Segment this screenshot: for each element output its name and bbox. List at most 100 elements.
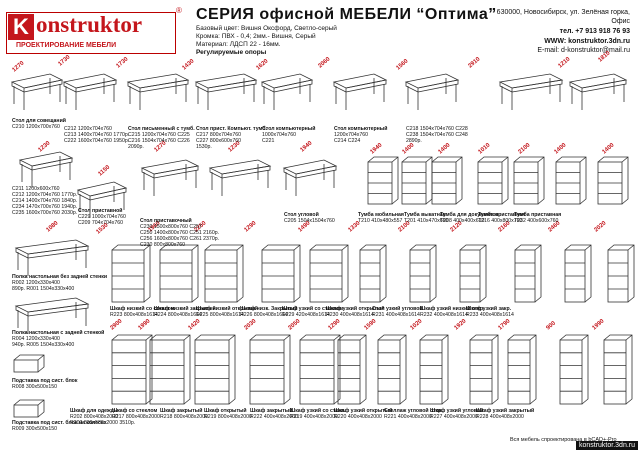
dimension-label: 1400 — [601, 142, 616, 156]
cabinet-drawing — [299, 334, 341, 405]
product-code: R218 800х408х2000 — [160, 414, 208, 420]
product-title: Подставка под сист. блок на колесах — [12, 420, 107, 426]
product-code: T210 410х480х557 — [358, 218, 403, 224]
product-code: C211 1200х600х760 — [12, 186, 60, 192]
product-code: R009 300х500х150 — [12, 426, 57, 432]
table-drawing — [282, 159, 338, 196]
product-title: Стол компьютерный — [334, 126, 388, 132]
product-code: C227 800х600х760 — [196, 138, 241, 144]
product-title: Шкаф низк. Закрытый — [240, 306, 298, 312]
product-title: Шкаф узкий открытый — [334, 408, 393, 414]
email: E-mail: d-konstruktor@mail.ru — [537, 47, 630, 54]
dimension-label: 1990 — [137, 318, 152, 332]
stand-drawing — [13, 399, 45, 418]
phone: тел. +7 913 918 76 93 — [559, 28, 630, 35]
product-code: R008 300х500х150 — [12, 384, 57, 390]
product-code: R226 800х408х1614 — [240, 312, 288, 318]
product-code: 2890р. — [406, 138, 422, 144]
cabinet-drawing — [159, 244, 199, 303]
product-code: R219 800х408х2000 — [204, 414, 252, 420]
cabinet-drawing — [261, 244, 301, 303]
product-code: 2090р. — [128, 144, 144, 150]
dimension-label: 2910 — [467, 56, 482, 70]
product-code: C238 1504х704х760 C248 — [406, 132, 468, 138]
cabinet-drawing — [469, 334, 499, 405]
desk-drawing — [260, 73, 314, 110]
pedestal-drawing — [597, 156, 629, 205]
product-code: C212 1200х704х760 1770р. — [12, 192, 78, 198]
product-title: Стол узкий угловой — [372, 306, 423, 312]
dimension-label: 1790 — [497, 318, 512, 332]
desk-drawing — [568, 73, 628, 110]
product-code: T216 400х800х760 — [478, 218, 523, 224]
product-code: 1000х704х760 — [262, 132, 297, 138]
stand-drawing — [13, 354, 45, 373]
product-code: R202 800х408х2000 — [70, 414, 118, 420]
dimension-label: 2050 — [287, 318, 302, 332]
product-code: C256 1600х800х760 C261 2370р. — [140, 236, 220, 242]
product-title: Подставка под сист. блок — [12, 378, 78, 384]
product-code: C235 1600х700х760 2030р. — [12, 210, 78, 216]
pedestal-drawing — [367, 156, 399, 205]
dimension-label: 1400 — [553, 142, 568, 156]
dimension-label: 1010 — [477, 142, 492, 156]
dimension-label: 1210 — [557, 56, 572, 70]
dimension-label: 1590 — [363, 318, 378, 332]
product-code: C250 1400х800х760 C251 2160р. — [140, 230, 220, 236]
dimension-label: 1150 — [97, 164, 111, 177]
desk-drawing — [62, 73, 118, 110]
dimension-label: 2060 — [317, 56, 332, 70]
address-line: Офис — [611, 18, 630, 25]
product-code: C218 1504х704х760 C228 — [406, 126, 468, 132]
product-label: Шкаф узкий низкий откр.R232 400х408х1614 — [420, 306, 485, 318]
product-code: R219 400х408х2000 — [290, 414, 338, 420]
product-code: C214 C224 — [334, 138, 361, 144]
product-title: Шкаф низкий закрытый — [154, 306, 216, 312]
product-title: Тумба приставная — [478, 212, 526, 218]
product-title: Шкаф закрытый — [250, 408, 293, 414]
logo-letter: K — [8, 14, 34, 40]
product-label: Шкаф узкий закр.R233 400х408х1614 — [466, 306, 514, 318]
logo-subtitle: ПРОЕКТИРОВАНИЕ МЕБЕЛИ — [16, 42, 117, 49]
cabinet-drawing — [507, 334, 537, 405]
dimension-label: 1560 — [395, 58, 410, 72]
dimension-label: 1290 — [243, 220, 258, 234]
pedestal-drawing — [431, 156, 463, 205]
cabinet-drawing — [249, 334, 291, 405]
cabinet-drawing — [564, 244, 592, 303]
cabinet-drawing — [359, 244, 387, 303]
product-code: R220 400х408х2000 — [334, 414, 382, 420]
product-title: Тумба мобильная — [358, 212, 404, 218]
spec-line: Кромка: ПВХ - 0,4; 2мм.- Вишня, Серый — [196, 33, 316, 40]
product-title: Стеллаж угловой откр. — [384, 408, 443, 414]
product-code: C221 — [262, 138, 275, 144]
dimension-label: 1730 — [57, 54, 72, 68]
shelf-drawing — [14, 239, 90, 276]
table-drawing — [140, 159, 200, 196]
product-title: Шкаф узкий открытый — [326, 306, 385, 312]
product-code: C209 704х704х760 — [78, 220, 123, 226]
dimension-label: 1230 — [37, 140, 52, 154]
cabinet-drawing — [111, 244, 151, 303]
product-title: Тумба для документов — [440, 212, 499, 218]
dimension-label: 1920 — [453, 318, 468, 332]
cabinet-drawing — [514, 244, 542, 303]
cabinet-drawing — [377, 334, 407, 405]
product-code: C212 1200х704х760 — [64, 126, 112, 132]
product-code: C210 1200х700х760 — [12, 124, 60, 130]
product-title: Шкаф узкий закрытый — [476, 408, 535, 414]
table-drawing — [208, 159, 272, 196]
